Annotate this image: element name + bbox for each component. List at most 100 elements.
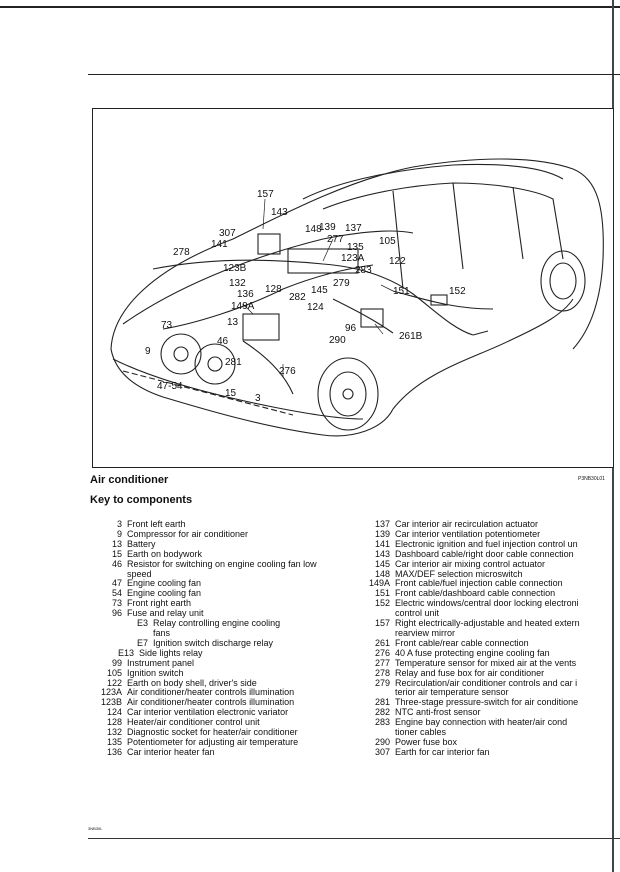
svg-text:123B: 123B [223,263,247,274]
svg-text:261B: 261B [399,331,423,342]
bottom-rule [88,838,620,839]
key-title: Key to components [90,494,193,506]
key-item-number: 128 [106,717,122,728]
key-item-text: MAX/DEF selection microswitch [395,568,523,579]
key-item-text: Dashboard cable/right door cable connect… [395,548,574,559]
key-item-number: 124 [106,707,122,718]
footer-code: 3NB30L [88,826,103,831]
svg-text:152: 152 [449,286,466,297]
key-item-text: Engine bay connection with heater/air co… [395,717,568,728]
key-item: 148 MAX/DEF selection microswitch [358,568,620,580]
key-item-number: 279 [374,677,390,688]
key-item-number: 123A [100,687,122,698]
key-item-number: 13 [111,538,122,549]
key-item-text: Three-stage pressure-switch for air cond… [395,697,579,708]
key-item-text: Car interior ventilation electronic vari… [127,707,289,718]
svg-text:122: 122 [389,256,406,267]
key-item: E3 Relay controlling engine cooling [90,618,360,629]
svg-text:124: 124 [307,302,324,313]
key-item-text: NTC anti-frost sensor [395,707,481,718]
svg-text:135: 135 [347,242,364,253]
key-item-number: 105 [106,667,122,678]
svg-text:283: 283 [355,265,372,276]
key-item-text: speed [127,568,152,579]
top-rule [0,6,620,8]
key-item: rearview mirror [358,628,620,639]
key-item-number: 99 [111,657,122,668]
key-item-number: 148 [374,568,390,579]
svg-text:276: 276 [279,366,296,377]
key-item-text: Earth on bodywork [127,548,203,559]
key-item-text: Relay controlling engine cooling [153,618,281,629]
svg-text:141: 141 [211,239,228,250]
key-item: 278 Relay and fuse box for air conditione… [358,667,620,679]
key-item-number: 123B [100,697,122,708]
key-item-text: Ignition switch [127,667,184,678]
key-item-text: Earth for car interior fan [395,746,490,757]
svg-text:307: 307 [219,228,236,239]
key-item-number: 135 [106,736,122,747]
key-item-number: 143 [374,548,390,559]
key-item-text: Side lights relay [139,647,203,658]
key-item-text: Instrument panel [127,657,195,668]
key-item-text: Power fuse box [395,736,458,747]
key-item-text: Earth on body shell, driver's side [127,677,257,688]
key-item: terior air temperature sensor [358,688,620,698]
key-item: fans [90,628,360,639]
key-item-text: Car interior air mixing control actuator [395,558,546,569]
key-item-text: Ignition switch discharge relay [153,637,274,648]
svg-text:139: 139 [319,222,336,233]
key-item-number: 96 [111,608,122,619]
svg-text:278: 278 [173,247,190,258]
key-item: 307 Earth for car interior fan [358,746,620,758]
key-item-text: Car interior air recirculation actuator [395,520,539,529]
key-item-text: Front left earth [127,519,186,529]
key-item-text: Compressor for air conditioner [127,528,249,539]
key-item-number: 307 [374,746,390,757]
key-item-number: E3 [136,618,148,629]
key-item-number: 46 [111,558,122,569]
svg-text:9: 9 [145,346,151,357]
key-item-number: 282 [374,707,390,718]
key-item-number: 277 [374,657,390,668]
key-item-number: 141 [374,538,390,549]
key-item-text: Front cable/fuel injection cable connect… [395,578,563,589]
svg-text:277: 277 [327,234,344,245]
key-item-text: 40 A fuse protecting engine cooling fan [395,647,550,658]
svg-text:151: 151 [393,286,410,297]
key-item-text: Relay and fuse box for air conditioner [395,667,545,678]
key-item-text: terior air temperature sensor [395,687,509,698]
key-item: 105 Ignition switch [90,667,360,679]
svg-text:128: 128 [265,284,282,295]
svg-text:145: 145 [311,285,328,296]
svg-text:3: 3 [255,393,261,404]
key-item-number: 132 [106,727,122,738]
key-item-number: 139 [374,528,390,539]
key-item-number: 278 [374,667,390,678]
key-item-number: 149A [368,578,390,589]
key-item: 137 Car interior air recirculation actuat… [358,520,620,530]
key-item-number: 151 [374,588,390,599]
svg-text:132: 132 [229,278,246,289]
key-item-number: 137 [374,520,390,529]
svg-text:290: 290 [329,335,346,346]
key-item: 124 Car interior ventilation electronic v… [90,707,360,718]
